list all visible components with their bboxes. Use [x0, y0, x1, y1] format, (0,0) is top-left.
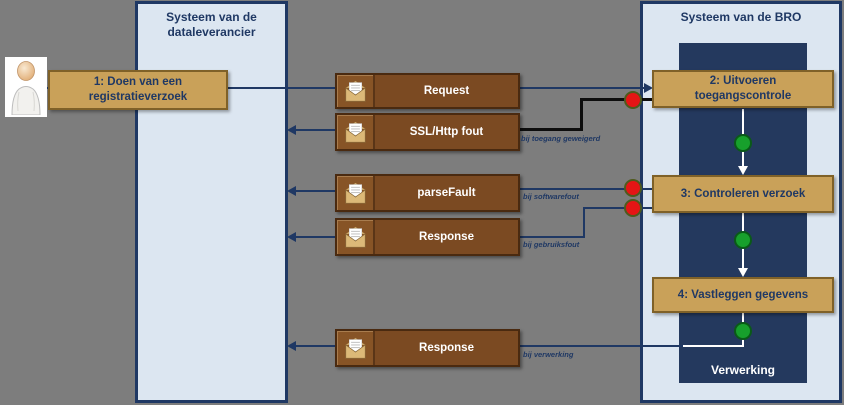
ok-marker-vastleggen	[734, 322, 752, 340]
error-line-bottom	[520, 128, 583, 131]
flow-arrowhead-2-3-icon	[738, 166, 748, 175]
message-ssl-http-fout-label: SSL/Http fout	[409, 126, 484, 138]
response-mid-line-top	[583, 207, 633, 209]
actor-dataleverancier	[5, 57, 47, 117]
step-4-box: 4: Vastleggen gegevens	[652, 277, 834, 313]
ok-marker-controle	[734, 231, 752, 249]
response-mid-line-bottom	[520, 236, 585, 238]
error-marker-toegang	[624, 91, 642, 109]
message-ssl-http-fout: SSL/Http fout	[335, 113, 520, 151]
note-softwarefout: bij softwarefout	[523, 192, 579, 201]
envelope-icon	[337, 220, 375, 254]
person-icon	[11, 61, 41, 115]
step-1-box: 1: Doen van een registratieverzoek	[48, 70, 228, 110]
request-arrowhead-icon	[644, 83, 653, 93]
note-toegang-geweigerd: bij toegang geweigerd	[521, 134, 601, 143]
panel-dataleverancier: Systeem van de dataleverancier	[135, 1, 288, 403]
ok-marker-toegang	[734, 134, 752, 152]
message-response-controle: Response	[335, 218, 520, 256]
note-gebruiksfout: bij gebruiksfout	[523, 240, 580, 249]
envelope-icon	[337, 115, 375, 149]
ssl-fout-arrowhead-icon	[287, 125, 296, 135]
note-verwerking: bij verwerking	[523, 350, 574, 359]
envelope-icon	[337, 331, 375, 365]
request-line-right	[520, 87, 646, 89]
response-final-arrowhead-icon	[287, 341, 296, 351]
step-3-label: 3: Controleren verzoek	[680, 187, 806, 200]
error-line-top	[580, 98, 652, 101]
message-parsefault-label: parseFault	[417, 187, 476, 199]
message-request-label: Request	[423, 85, 470, 97]
error-marker-gebruik	[624, 199, 642, 217]
message-response-controle-label: Response	[419, 231, 474, 243]
step-2-label: 2: Uitvoeren toegangscontrole	[694, 75, 792, 102]
message-request: Request	[335, 73, 520, 109]
panel-dataleverancier-title: Systeem van de dataleverancier	[166, 10, 257, 39]
message-parsefault: parseFault	[335, 174, 520, 212]
response-mid-arrowhead-icon	[287, 232, 296, 242]
envelope-icon	[337, 176, 375, 210]
ssl-fout-line	[295, 129, 335, 131]
error-line-vertical	[580, 98, 583, 131]
message-response-verwerking: Response	[335, 329, 520, 367]
error-marker-software	[624, 179, 642, 197]
step-4-label: 4: Vastleggen gegevens	[677, 288, 809, 301]
message-response-verwerking-label: Response	[419, 342, 474, 354]
verwerking-lane-label: Verwerking	[710, 363, 776, 377]
parsefault-line-right	[520, 188, 652, 190]
envelope-icon	[337, 75, 375, 107]
step-1-label: 1: Doen van een registratieverzoek	[88, 76, 188, 103]
parsefault-line-left	[295, 190, 335, 192]
step-3-box: 3: Controleren verzoek	[652, 175, 834, 213]
response-final-line-white	[683, 345, 743, 347]
panel-bro-title: Systeem van de BRO	[680, 10, 802, 24]
flow-arrowhead-3-4-icon	[738, 268, 748, 277]
step-2-box: 2: Uitvoeren toegangscontrole	[652, 70, 834, 108]
response-mid-line-vertical	[583, 207, 585, 238]
parsefault-arrowhead-icon	[287, 186, 296, 196]
response-mid-line-left	[295, 236, 335, 238]
response-mid-stub	[633, 207, 652, 209]
